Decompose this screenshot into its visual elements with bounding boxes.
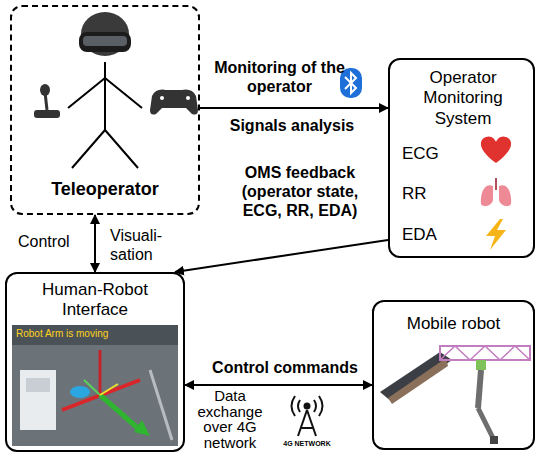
screen-status: Robot Arm is moving [16, 328, 174, 340]
tower-caption: 4G NETWORK [276, 440, 338, 448]
node-title: Mobile robot [374, 314, 533, 334]
edge-note: Signals analysis [212, 116, 372, 135]
gamepad-icon [150, 90, 198, 115]
operator-box: Teleoperator [10, 5, 200, 215]
signal-name: EDA [402, 225, 462, 245]
node-title: Teleoperator [12, 179, 198, 201]
node-title: Human-Robot Interface [30, 280, 160, 321]
signal-name: ECG [402, 144, 462, 164]
edge-label: OMS feedback (operator state, ECG, RR, E… [225, 163, 375, 221]
robot-illustration [380, 346, 530, 444]
edge-label: Monitoring of the operator [212, 58, 347, 96]
signal-name: RR [402, 184, 462, 204]
tower-icon [292, 396, 323, 436]
joystick-icon [34, 84, 60, 118]
heart-icon [481, 136, 511, 163]
edge-label: Control commands [205, 358, 365, 377]
node-title: Operator Monitoring System [408, 68, 518, 129]
monitoring-box: Operator Monitoring SystemECG RR EDA [388, 58, 535, 258]
interface-box: Human-Robot Interface [5, 272, 185, 452]
connector-arrow [200, 107, 388, 109]
vr-headset [79, 12, 131, 56]
edge-label: Control [18, 232, 88, 251]
interface-screenshot [12, 325, 178, 446]
robot-box: Mobile robot [372, 300, 535, 450]
lightning-icon [486, 219, 506, 250]
connector-arrow [185, 384, 372, 386]
edge-note: Visuali- sation [110, 226, 180, 264]
lungs-icon [481, 178, 511, 206]
connector-arrow [175, 240, 388, 272]
stick-figure [68, 62, 142, 168]
edge-note: Data exchange over 4G network [190, 388, 270, 450]
connector-arrow [94, 215, 96, 272]
